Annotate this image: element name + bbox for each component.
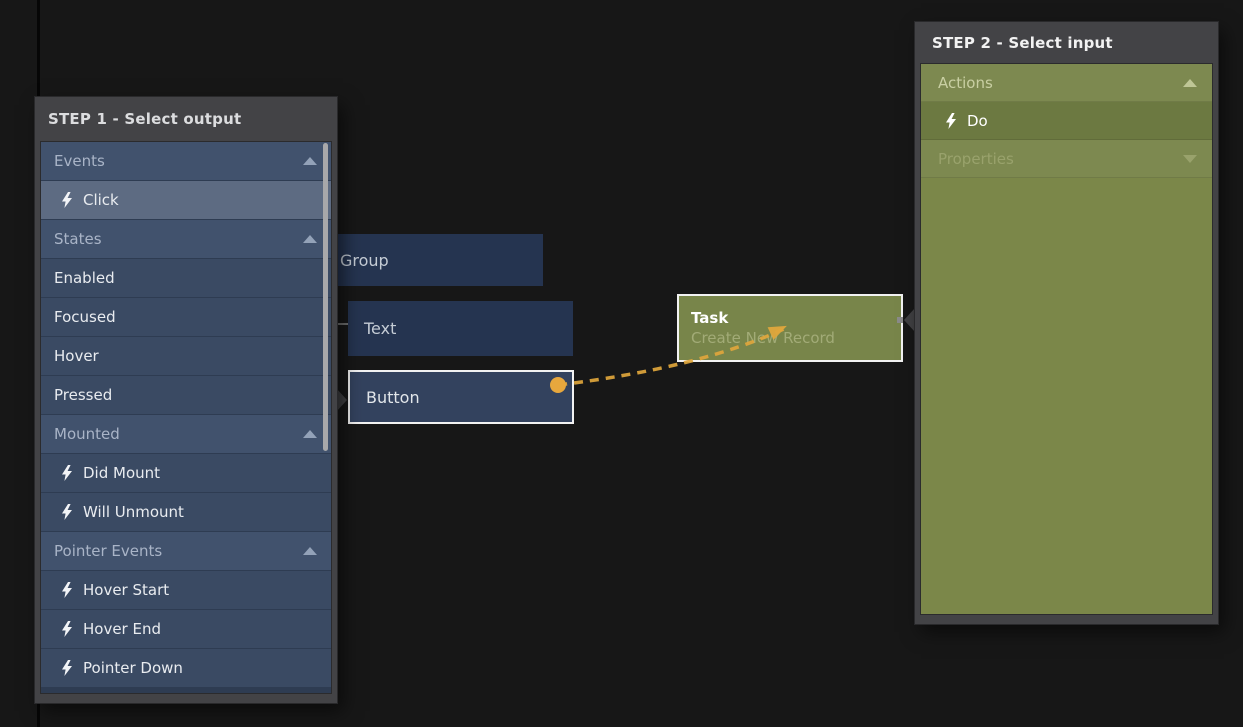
collapse-arrow-up-icon (303, 235, 317, 243)
step1-panel-title: STEP 1 - Select output (35, 97, 337, 141)
step2-select-input-panel: STEP 2 - Select input Actions Do Propert… (915, 22, 1218, 624)
output-row-pointer-down[interactable]: Pointer Down (41, 649, 331, 687)
node-text-label: Text (364, 319, 396, 338)
item-label: Hover (54, 347, 317, 365)
output-section-states[interactable]: States (41, 220, 331, 258)
step2-options-list[interactable]: Actions Do Properties (920, 63, 1213, 615)
bolt-icon (61, 192, 73, 208)
item-label: Pointer Down (83, 659, 317, 677)
scrollbar-thumb[interactable] (323, 143, 328, 451)
step1-options-list[interactable]: Events Click States Enabled Focused Hove (40, 141, 332, 694)
collapse-arrow-up-icon (1183, 79, 1197, 87)
collapse-arrow-up-icon (303, 430, 317, 438)
output-row-hover-start[interactable]: Hover Start (41, 571, 331, 609)
output-section-mounted[interactable]: Mounted (41, 415, 331, 453)
step1-select-output-panel: STEP 1 - Select output Events Click Stat… (35, 97, 337, 703)
item-label: Hover Start (83, 581, 317, 599)
output-row-will-unmount[interactable]: Will Unmount (41, 493, 331, 531)
output-row-pressed[interactable]: Pressed (41, 376, 331, 414)
node-button-label: Button (366, 388, 420, 407)
output-section-pointer-events[interactable]: Pointer Events (41, 532, 331, 570)
item-label: Did Mount (83, 464, 317, 482)
node-task-subtitle: Create New Record (691, 328, 835, 348)
output-row-hover-end[interactable]: Hover End (41, 610, 331, 648)
node-group[interactable]: Group (332, 234, 543, 286)
item-label: Enabled (54, 269, 317, 287)
section-label: Properties (938, 150, 1183, 168)
collapse-arrow-up-icon (303, 157, 317, 165)
node-text[interactable]: Text (348, 301, 573, 356)
bolt-icon (945, 113, 957, 129)
node-task-title: Task (691, 308, 728, 328)
output-row-focused[interactable]: Focused (41, 298, 331, 336)
item-label: Click (83, 191, 317, 209)
bolt-icon (61, 582, 73, 598)
node-button[interactable]: Button (348, 370, 574, 424)
section-label: Pointer Events (54, 542, 303, 560)
output-row-click[interactable]: Click (41, 181, 331, 219)
section-label: Mounted (54, 425, 303, 443)
output-row-did-mount[interactable]: Did Mount (41, 454, 331, 492)
node-group-label: Group (340, 251, 389, 270)
section-label: Events (54, 152, 303, 170)
output-row-hover[interactable]: Hover (41, 337, 331, 375)
input-section-properties[interactable]: Properties (921, 140, 1212, 178)
collapse-arrow-up-icon (303, 547, 317, 555)
item-label: Focused (54, 308, 317, 326)
output-row-enabled[interactable]: Enabled (41, 259, 331, 297)
input-section-actions[interactable]: Actions (921, 64, 1212, 102)
item-label: Hover End (83, 620, 317, 638)
bolt-icon (61, 660, 73, 676)
section-label: States (54, 230, 303, 248)
collapse-arrow-down-icon (1183, 155, 1197, 163)
bolt-icon (61, 504, 73, 520)
step2-panel-anchor (904, 308, 915, 332)
node-task[interactable]: Task Create New Record (677, 294, 903, 362)
input-row-do[interactable]: Do (921, 102, 1212, 140)
output-section-events[interactable]: Events (41, 142, 331, 180)
step2-panel-title: STEP 2 - Select input (915, 22, 1218, 63)
bolt-icon (61, 621, 73, 637)
item-label: Will Unmount (83, 503, 317, 521)
step1-panel-anchor (336, 388, 347, 412)
section-label: Actions (938, 74, 1183, 92)
bolt-icon (61, 465, 73, 481)
item-label: Pressed (54, 386, 317, 404)
item-label: Do (967, 112, 1197, 130)
